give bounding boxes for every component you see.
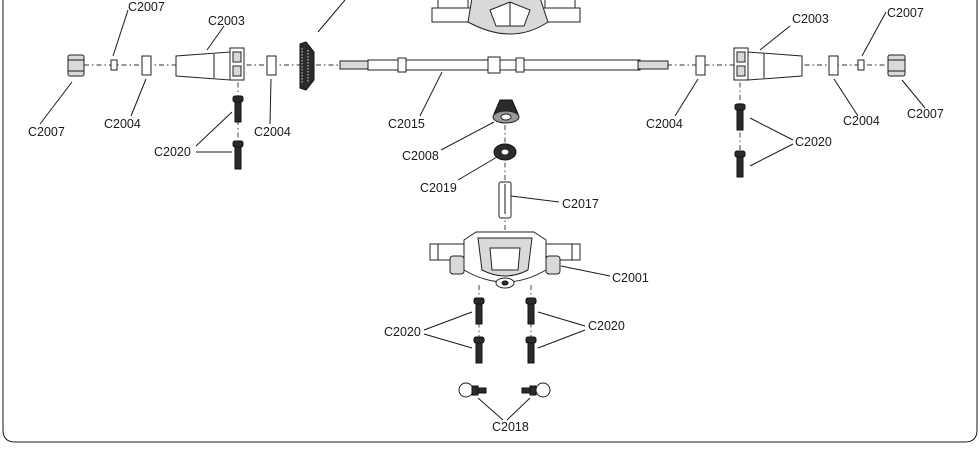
label-c2007-bottom-right: C2007 bbox=[907, 107, 944, 121]
label-c2020-center-right: C2020 bbox=[588, 319, 625, 333]
label-c2003-right: C2003 bbox=[792, 12, 829, 26]
input-shaft bbox=[498, 181, 512, 219]
screw-center-right-lower bbox=[525, 336, 537, 364]
bearing bbox=[493, 143, 517, 161]
label-c2003-left: C2003 bbox=[208, 14, 245, 28]
hex-nut-right bbox=[887, 54, 906, 77]
label-c2015: C2015 bbox=[388, 117, 425, 131]
label-c2019: C2019 bbox=[420, 181, 457, 195]
label-c2004-left-outer: C2004 bbox=[104, 117, 141, 131]
screw-left-lower bbox=[232, 140, 244, 170]
shim-left-inner bbox=[266, 55, 277, 76]
screw-center-right-upper bbox=[525, 297, 537, 325]
screw-right-upper bbox=[734, 103, 746, 131]
diagram-frame bbox=[2, 0, 978, 443]
hex-nut-left bbox=[67, 54, 85, 77]
label-c2017: C2017 bbox=[562, 197, 599, 211]
label-c2004-left-inner: C2004 bbox=[254, 125, 291, 139]
shim-right-outer bbox=[828, 55, 839, 76]
screw-left-upper bbox=[232, 95, 244, 123]
axle-shaft bbox=[339, 56, 669, 74]
pin-left bbox=[110, 59, 118, 71]
label-c2020-center-left: C2020 bbox=[384, 325, 421, 339]
upper-axle-housing bbox=[431, 0, 581, 35]
ball-stud-right bbox=[521, 382, 551, 398]
label-c2007-bottom-left: C2007 bbox=[28, 125, 65, 139]
label-c2007-top-left: C2007 bbox=[128, 0, 165, 14]
assembly-axis-lines bbox=[84, 64, 890, 360]
hub-carrier-left bbox=[175, 47, 245, 81]
hub-carrier-right bbox=[733, 47, 803, 81]
screw-right-lower bbox=[734, 150, 746, 178]
label-c2007-top-right: C2007 bbox=[887, 6, 924, 20]
label-c2020-left: C2020 bbox=[154, 145, 191, 159]
axle-housing-lower bbox=[429, 231, 581, 289]
leader-lines bbox=[39, 9, 926, 421]
shim-right-inner bbox=[695, 55, 706, 76]
leader-top-housing bbox=[317, 0, 346, 33]
crown-gear bbox=[299, 41, 315, 91]
pin-right bbox=[857, 59, 865, 71]
screw-center-left-upper bbox=[473, 297, 485, 325]
label-c2020-right: C2020 bbox=[795, 135, 832, 149]
label-c2001: C2001 bbox=[612, 271, 649, 285]
label-c2004-right-outer: C2004 bbox=[843, 114, 880, 128]
pinion-gear bbox=[492, 99, 520, 124]
screw-center-left-lower bbox=[473, 336, 485, 364]
label-c2008: C2008 bbox=[402, 149, 439, 163]
label-c2018: C2018 bbox=[492, 420, 529, 434]
shim-left-outer bbox=[141, 55, 152, 76]
label-c2004-right-inner: C2004 bbox=[646, 117, 683, 131]
ball-stud-left bbox=[458, 382, 487, 398]
